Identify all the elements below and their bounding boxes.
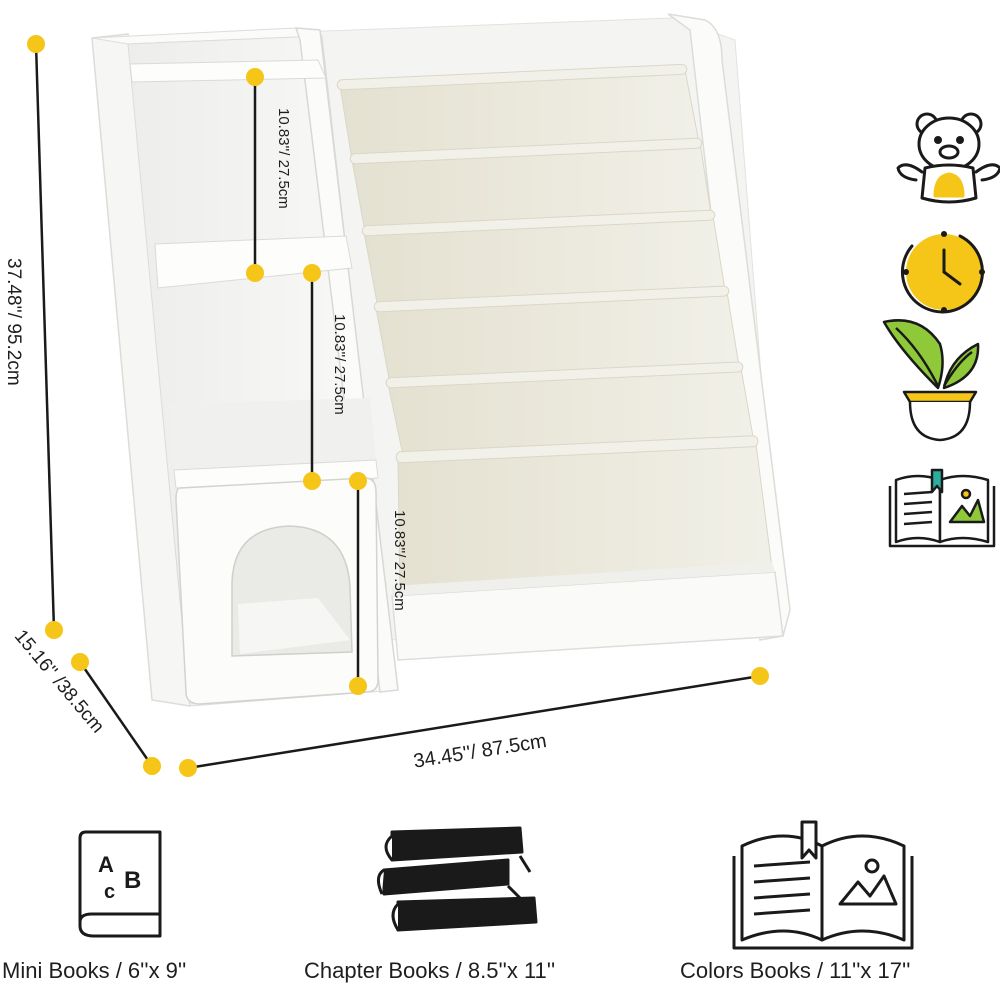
open-picture-book-icon (732, 820, 914, 950)
open-book-icon (888, 468, 996, 548)
mini-books-caption: Mini Books / 6''x 9'' (2, 958, 187, 983)
bear-icon (896, 112, 1000, 204)
svg-text:B: B (124, 867, 141, 894)
cubby-door-panel (175, 477, 379, 705)
svg-text:A: A (98, 852, 114, 877)
shelf-middle-dimension-label: 10.83''/ 27.5cm (331, 314, 348, 415)
shelf-bottom-dimension-label: 10.83''/ 27.5cm (391, 510, 408, 611)
dimension-lines (34, 43, 761, 770)
plant-pot-icon (882, 319, 980, 442)
dimension-dots (27, 35, 769, 777)
height-dimension-label: 37.48''/ 95.2cm (3, 258, 24, 386)
chapter-books-caption: Chapter Books / 8.5''x 11'' (304, 958, 556, 983)
svg-text:c: c (104, 881, 115, 903)
colors-books-caption: Colors Books / 11''x 17'' (680, 958, 911, 983)
abc-book-icon: A c B (78, 830, 162, 938)
fabric-slings (336, 63, 773, 593)
book-stack-icon (377, 826, 538, 932)
clock-icon (901, 231, 985, 314)
shelf-top-dimension-label: 10.83''/ 27.5cm (275, 108, 292, 209)
